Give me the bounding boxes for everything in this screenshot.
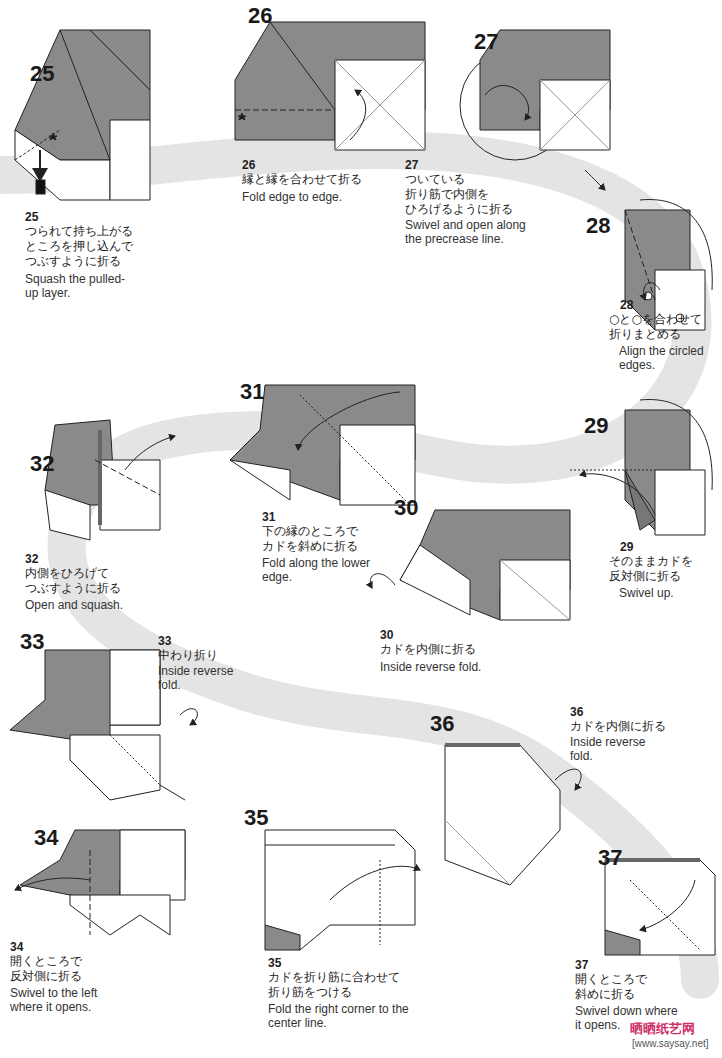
caption-number: 33 <box>158 634 171 648</box>
caption-japanese: 開くところで 反対側に折る <box>10 954 120 984</box>
caption-japanese: 開くところで 斜めに折る <box>575 972 685 1002</box>
caption-japanese: ついている 折り筋で内側を ひろげるように折る <box>405 172 525 217</box>
step-number: 25 <box>30 62 54 86</box>
caption-english: Swivel to the left where it opens. <box>10 986 130 1014</box>
step-number: 33 <box>20 630 44 654</box>
caption-english: Fold along the lower edge. <box>262 556 372 584</box>
step-number: 26 <box>248 4 272 28</box>
caption-english: Fold edge to edge. <box>242 190 392 204</box>
caption-english: Squash the pulled-up layer. <box>25 272 135 300</box>
caption-japanese: 縁と縁を合わせて折る <box>242 172 392 187</box>
caption-japanese: カドを折り筋に合わせて 折り筋をつける <box>268 970 428 1000</box>
caption-number: 26 <box>242 158 255 172</box>
step-number: 32 <box>30 452 54 476</box>
watermark-url: [www.saysay.net] <box>632 1038 709 1049</box>
step-number: 36 <box>430 712 454 736</box>
watermark: 晒晒纸艺网 <box>630 1020 695 1038</box>
step-number: 35 <box>244 806 268 830</box>
caption-number: 25 <box>25 210 38 224</box>
caption-english: Fold the right corner to the center line… <box>268 1002 418 1030</box>
caption-japanese: 中わり折り <box>158 648 248 663</box>
step-number: 34 <box>34 826 58 850</box>
caption-english: Inside reverse fold. <box>570 735 670 763</box>
caption-japanese: 下の縁のところで カドを斜めに折る <box>262 524 392 554</box>
step-number: 28 <box>586 214 610 238</box>
caption-number: 27 <box>405 158 418 172</box>
step-number: 31 <box>240 380 264 404</box>
step-number: 37 <box>598 846 622 870</box>
caption-number: 28 <box>620 298 633 312</box>
step-number: 27 <box>474 30 498 54</box>
caption-english: Align the circled edges. <box>619 344 719 372</box>
caption-english: Inside reverse fold. <box>380 660 520 674</box>
caption-number: 35 <box>268 956 281 970</box>
caption-japanese: カドを内側に折る <box>570 719 680 734</box>
caption-number: 29 <box>620 540 633 554</box>
caption-number: 31 <box>262 510 275 524</box>
caption-english: Swivel and open along the precrease line… <box>405 218 535 246</box>
caption-english: Inside reverse fold. <box>158 664 248 692</box>
step-number: 30 <box>394 496 418 520</box>
caption-japanese: ○と○を合わせて 折りまとめる <box>609 312 719 342</box>
caption-number: 36 <box>570 705 583 719</box>
caption-english: Swivel up. <box>619 586 719 600</box>
caption-japanese: 内側をひろげて つぶすように折る <box>25 566 145 596</box>
caption-japanese: つられて持ち上がる ところを押し込んで つぶすように折る <box>25 224 145 269</box>
caption-japanese: そのままカドを 反対側に折る <box>609 554 719 584</box>
caption-number: 30 <box>380 628 393 642</box>
caption-number: 32 <box>25 552 38 566</box>
caption-number: 37 <box>575 958 588 972</box>
caption-japanese: カドを内側に折る <box>380 642 510 657</box>
caption-english: Open and squash. <box>25 598 135 612</box>
step-number: 29 <box>584 414 608 438</box>
caption-number: 34 <box>10 940 23 954</box>
